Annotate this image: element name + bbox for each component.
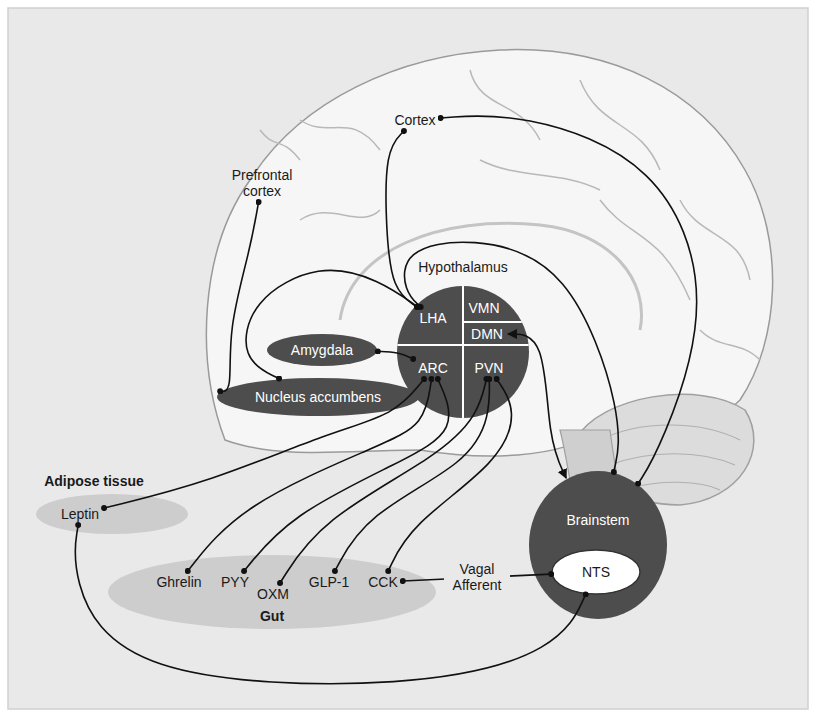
- nucleus-region: DMN: [466, 323, 508, 345]
- text-holder: NTS: [582, 564, 610, 580]
- nucleus-name: PVN: [475, 360, 504, 376]
- text-holder: Amygdala: [291, 342, 353, 358]
- hormone-label: GLP-1: [304, 571, 354, 593]
- gyrus: [700, 330, 760, 360]
- region-name: Prefrontal cortex: [217, 167, 307, 199]
- nucleus-name: NTS: [582, 564, 610, 580]
- connector: [104, 379, 424, 508]
- hormone-name: CCK: [368, 574, 398, 590]
- gut-ellipse: Gut Ghrelin PYY OXM GLP-1 CCK: [107, 554, 437, 630]
- gyrus: [300, 120, 380, 150]
- brain-region-ellipse: Amygdala: [266, 333, 378, 367]
- gyrus: [580, 80, 660, 170]
- text-holder: Nucleus accumbens: [255, 389, 381, 405]
- gyrus: [480, 160, 600, 190]
- shape-outline: [528, 470, 668, 620]
- connector: [386, 131, 417, 307]
- gyrus: [600, 200, 690, 300]
- ellipse-shape: [217, 378, 419, 416]
- nucleus-region: LHA: [414, 307, 451, 329]
- gyrus: [470, 70, 540, 140]
- tissue-ellipse: Adipose tissueLeptin: [32, 472, 192, 536]
- gyrus: [260, 130, 300, 160]
- folium: [600, 425, 740, 440]
- region-label: Cortex: [389, 109, 440, 131]
- text-holder: Hypothalamus: [418, 259, 508, 275]
- brain-region-ellipse: Nucleus accumbens: [216, 377, 420, 417]
- hormone-label: Leptin: [56, 503, 104, 525]
- hormone-label: CCK: [363, 571, 403, 593]
- ellipse-shape: [36, 494, 188, 534]
- connector: [75, 525, 586, 684]
- ellipse-shape: [529, 471, 667, 619]
- gyrus: [680, 200, 750, 280]
- ellipse-shape: [552, 550, 640, 594]
- region-name: Brainstem: [566, 512, 629, 528]
- text-holder: Brainstem: [566, 512, 629, 528]
- folium: [630, 482, 720, 490]
- hormone-name: Ghrelin: [156, 574, 201, 590]
- hormone-name: GLP-1: [309, 574, 349, 590]
- divider-line: [463, 321, 522, 323]
- hormone-name: PYY: [221, 574, 249, 590]
- region-label: Prefrontal cortex: [212, 164, 312, 202]
- nucleus-name: ARC: [418, 360, 448, 376]
- gyrus: [300, 210, 380, 220]
- connector-group: [75, 116, 697, 684]
- edge-label-holder: Vagal Afferent: [444, 561, 510, 594]
- region-name: Nucleus accumbens: [255, 389, 381, 405]
- ellipse-shape: [267, 334, 377, 366]
- nucleus-region: ARC: [413, 357, 453, 379]
- nucleus-region: PVN: [470, 357, 509, 379]
- folium: [610, 454, 735, 465]
- shape-outline: [393, 258, 533, 428]
- nucleus-name: VMN: [468, 300, 499, 316]
- hormone-name: Leptin: [61, 506, 99, 522]
- brainstem-ellipse: BrainstemNTS: [528, 470, 668, 620]
- hormone-label: OXM: [252, 583, 294, 605]
- hormone-name: OXM: [257, 586, 289, 602]
- divider-line: [397, 344, 528, 346]
- region-name: Amygdala: [291, 342, 353, 358]
- nucleus-region: VMN: [463, 297, 504, 319]
- hormone-label: PYY: [216, 571, 254, 593]
- text-holder: Gut: [260, 608, 284, 624]
- connector-label: Vagal Afferent: [444, 561, 510, 594]
- text-holder: Adipose tissue: [44, 473, 144, 489]
- divider-line: [462, 286, 464, 418]
- region-name: Cortex: [394, 112, 435, 128]
- ellipse-shape: [108, 555, 436, 629]
- organ-name: Gut: [260, 608, 284, 624]
- connector: [220, 202, 258, 391]
- hormone-label: Ghrelin: [151, 571, 206, 593]
- connector: [246, 270, 418, 378]
- hypothalamus-circle: HypothalamusLHA VMN DMN ARC PVN: [393, 258, 533, 428]
- limbic-outline: [340, 223, 642, 330]
- region-heading: Hypothalamus: [418, 259, 508, 275]
- nucleus-name: DMN: [471, 326, 503, 342]
- nucleus-name: LHA: [419, 310, 446, 326]
- nucleus-ellipse: NTS: [551, 549, 641, 595]
- background-panel: [8, 8, 808, 709]
- tissue-name: Adipose tissue: [44, 473, 144, 489]
